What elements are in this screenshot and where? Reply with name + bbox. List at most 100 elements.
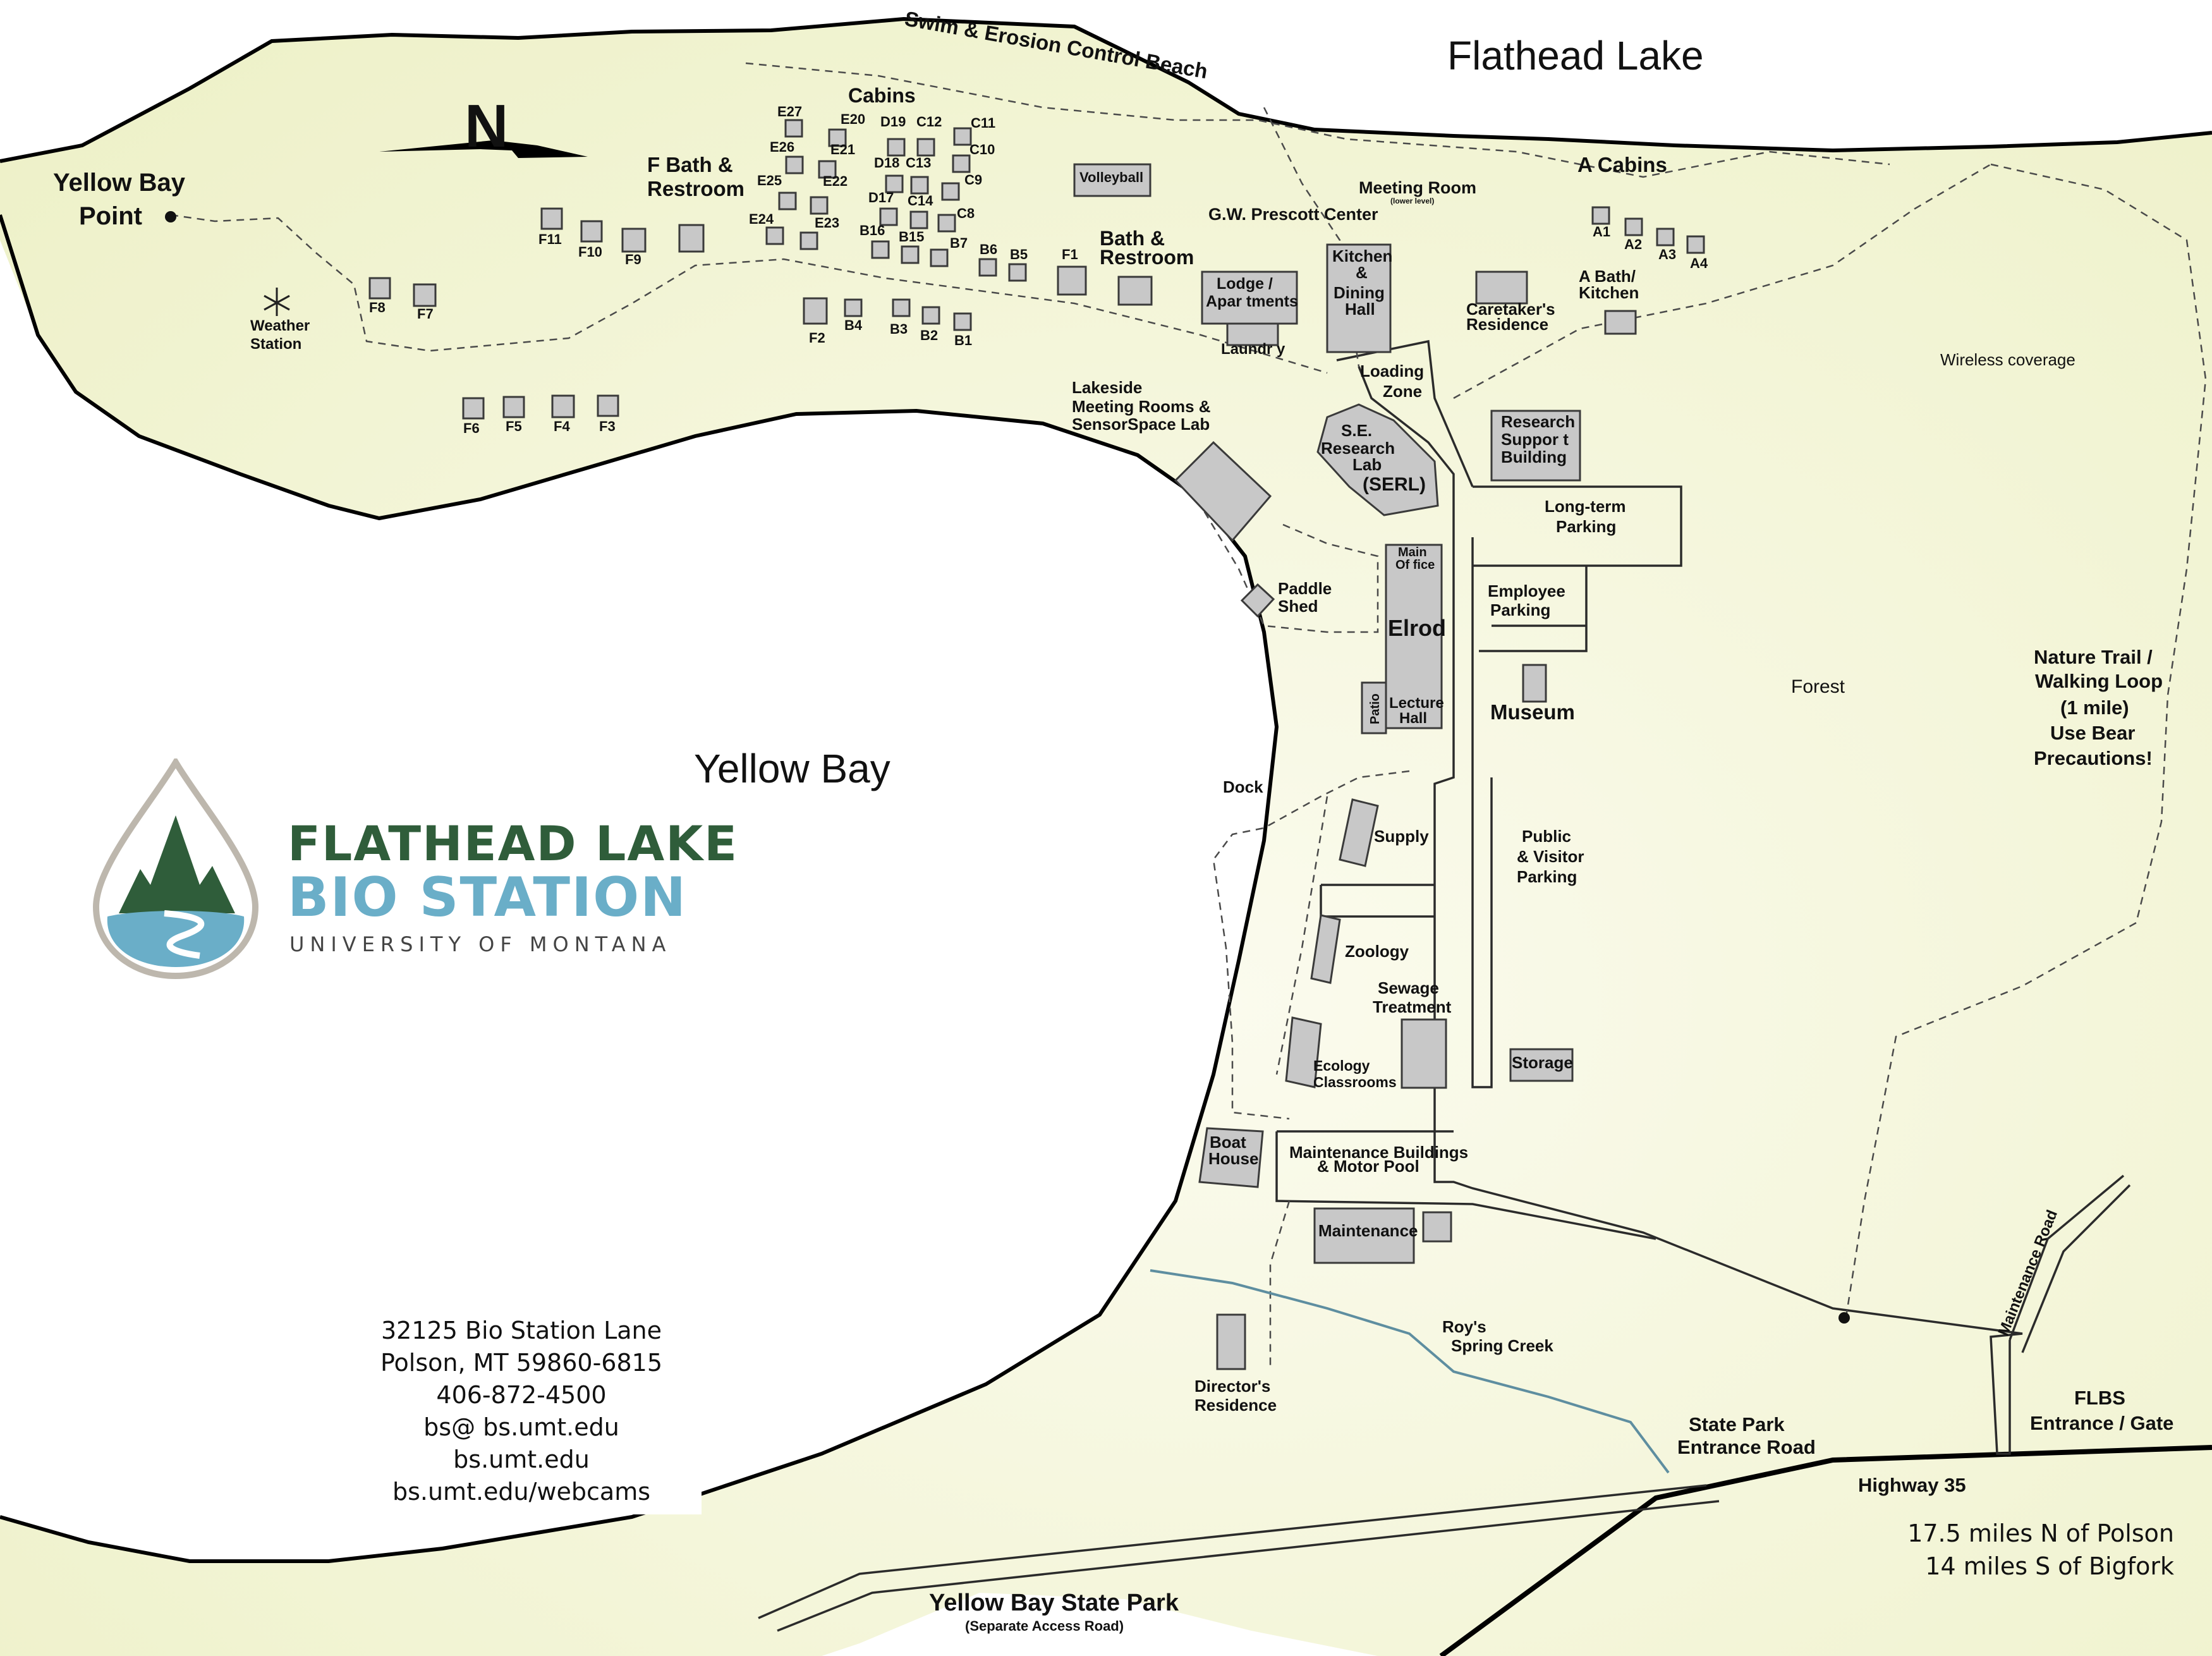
cabin-label: F2 bbox=[809, 330, 825, 346]
cabin-label: E26 bbox=[770, 139, 794, 155]
building-labels: Volleyball Bath & Restroom Lodge / Apar … bbox=[1072, 169, 1639, 1415]
research-label-3: Building bbox=[1501, 447, 1567, 466]
lodge-label-2: Apar tments bbox=[1206, 293, 1298, 310]
cabin-label: B2 bbox=[920, 327, 938, 343]
main-road bbox=[1358, 366, 2023, 1455]
maint-buildings-label-2: & Motor Pool bbox=[1317, 1157, 1419, 1176]
spring-creek bbox=[1150, 1269, 1670, 1474]
state-park-road-label-2: Entrance Road bbox=[1677, 1436, 1816, 1458]
research-label-1: Research bbox=[1501, 412, 1575, 431]
a-cabins-label: A Cabins bbox=[1577, 153, 1667, 176]
gate-label-2: Entrance / Gate bbox=[2030, 1412, 2173, 1434]
public-label-2: & Visitor bbox=[1517, 847, 1584, 866]
meeting-room-sub-label: (lower level) bbox=[1390, 197, 1434, 205]
phone: 406-872-4500 bbox=[436, 1381, 607, 1409]
main-office-label-1: Main bbox=[1398, 545, 1427, 559]
cabin-label: B1 bbox=[954, 332, 972, 348]
cabin-label: E24 bbox=[749, 211, 774, 227]
cabin-label: C13 bbox=[906, 155, 931, 171]
cabin-label: B4 bbox=[844, 317, 863, 333]
cabin-label: B3 bbox=[890, 321, 908, 337]
yellow-bay-point-marker bbox=[165, 211, 176, 222]
website[interactable]: bs.umt.edu bbox=[453, 1446, 590, 1473]
f-bath-label-2: Restroom bbox=[647, 177, 744, 200]
ecology-label-2: Classrooms bbox=[1313, 1074, 1397, 1090]
sewage-label-2: Treatment bbox=[1373, 997, 1452, 1016]
cabin-label: E20 bbox=[841, 111, 865, 127]
cabin-label: C11 bbox=[971, 115, 995, 131]
cabin-label: C8 bbox=[957, 205, 975, 221]
cabin-label: F4 bbox=[554, 418, 570, 434]
address-line-2: Polson, MT 59860-6815 bbox=[380, 1349, 663, 1377]
kitchen-label-2: & bbox=[1356, 263, 1368, 282]
gate-label-1: FLBS bbox=[2074, 1387, 2125, 1409]
supply-loop bbox=[1320, 884, 1435, 918]
cabin-label: B5 bbox=[1010, 247, 1028, 262]
distance-info: 17.5 miles N of Polson 14 miles S of Big… bbox=[1907, 1517, 2174, 1583]
research-label-2: Suppor t bbox=[1501, 430, 1569, 449]
cabin-trail bbox=[745, 62, 1890, 178]
cabin-label: A3 bbox=[1658, 247, 1676, 262]
yellow-bay-label: Yellow Bay bbox=[694, 746, 890, 791]
trail-a-cabins bbox=[1453, 163, 1991, 399]
volleyball-label: Volleyball bbox=[1079, 169, 1143, 185]
state-park-road bbox=[758, 1484, 1720, 1632]
dock-label: Dock bbox=[1223, 777, 1263, 796]
storage-label: Storage bbox=[1512, 1053, 1573, 1072]
trail-label-4: Use Bear bbox=[2050, 722, 2135, 744]
employee-label-2: Parking bbox=[1490, 600, 1550, 619]
logo-line-2: BIO STATION bbox=[288, 866, 688, 929]
loading-label-2: Zone bbox=[1383, 382, 1422, 401]
longterm-label-2: Parking bbox=[1556, 517, 1616, 536]
cabins-header: Cabins bbox=[848, 84, 916, 107]
director-label-1: Director's bbox=[1194, 1377, 1270, 1396]
supply-label: Supply bbox=[1374, 827, 1429, 846]
contact-info: 32125 Bio Station Lane Polson, MT 59860-… bbox=[341, 1308, 702, 1514]
cabin-label: D17 bbox=[868, 190, 894, 205]
main-office-label-2: Of fice bbox=[1395, 558, 1435, 572]
email[interactable]: bs@ bs.umt.edu bbox=[423, 1413, 619, 1441]
yellow-bay-point-label-1: Yellow Bay bbox=[53, 169, 186, 197]
cabin-label: E22 bbox=[823, 173, 848, 189]
cabin-label: F6 bbox=[463, 420, 480, 436]
highway-label: Highway 35 bbox=[1858, 1474, 1966, 1496]
caretaker-label-1: Caretaker's bbox=[1466, 300, 1555, 319]
paddle-label-1: Paddle bbox=[1278, 579, 1332, 598]
cabin-label: F11 bbox=[538, 231, 562, 247]
cabin-label: D18 bbox=[874, 155, 899, 171]
cabin-label: C12 bbox=[916, 114, 942, 130]
flathead-lake-label: Flathead Lake bbox=[1447, 33, 1704, 78]
webcams-link[interactable]: bs.umt.edu/webcams bbox=[392, 1478, 651, 1506]
kitchen-label-4: Hall bbox=[1345, 300, 1375, 319]
cabin-label: F7 bbox=[417, 306, 434, 322]
cabin-label: F5 bbox=[506, 418, 522, 434]
lakeside-label-1: Lakeside bbox=[1072, 378, 1142, 397]
director-label-2: Residence bbox=[1194, 1396, 1277, 1415]
nature-trail bbox=[1844, 163, 2207, 1322]
central-cabins bbox=[765, 119, 1027, 331]
north-shoreline bbox=[0, 16, 2212, 163]
main-buildings bbox=[1073, 163, 1581, 1370]
bay-shoreline bbox=[0, 214, 1279, 1563]
yellow-bay-point-label-2: Point bbox=[79, 202, 142, 230]
cabin-label: B15 bbox=[899, 229, 924, 245]
cabin-label: F9 bbox=[625, 252, 641, 267]
cabin-label: C9 bbox=[964, 172, 982, 188]
serl-label-4: (SERL) bbox=[1363, 474, 1426, 495]
bath-label-1: Bath & bbox=[1100, 227, 1165, 250]
public-label-1: Public bbox=[1522, 827, 1571, 846]
trail-junction-marker bbox=[1838, 1312, 1850, 1324]
boat-label-2: House bbox=[1208, 1149, 1258, 1168]
cabin-label: A1 bbox=[1593, 224, 1610, 240]
patio-label: Patio bbox=[1368, 693, 1382, 724]
meeting-room-label: Meeting Room bbox=[1359, 178, 1476, 197]
kitchen-label-1: Kitchen bbox=[1332, 247, 1392, 265]
f-bath-label-1: F Bath & bbox=[647, 153, 733, 176]
state-park-label: Yellow Bay State Park bbox=[929, 1590, 1179, 1616]
prescott-label: G.W. Prescott Center bbox=[1208, 205, 1378, 224]
cabin-label: A4 bbox=[1690, 255, 1708, 271]
lodge-label-1: Lodge / bbox=[1217, 275, 1273, 293]
parking-outline bbox=[1473, 485, 1682, 652]
yellow-bay-water bbox=[0, 240, 1277, 1561]
